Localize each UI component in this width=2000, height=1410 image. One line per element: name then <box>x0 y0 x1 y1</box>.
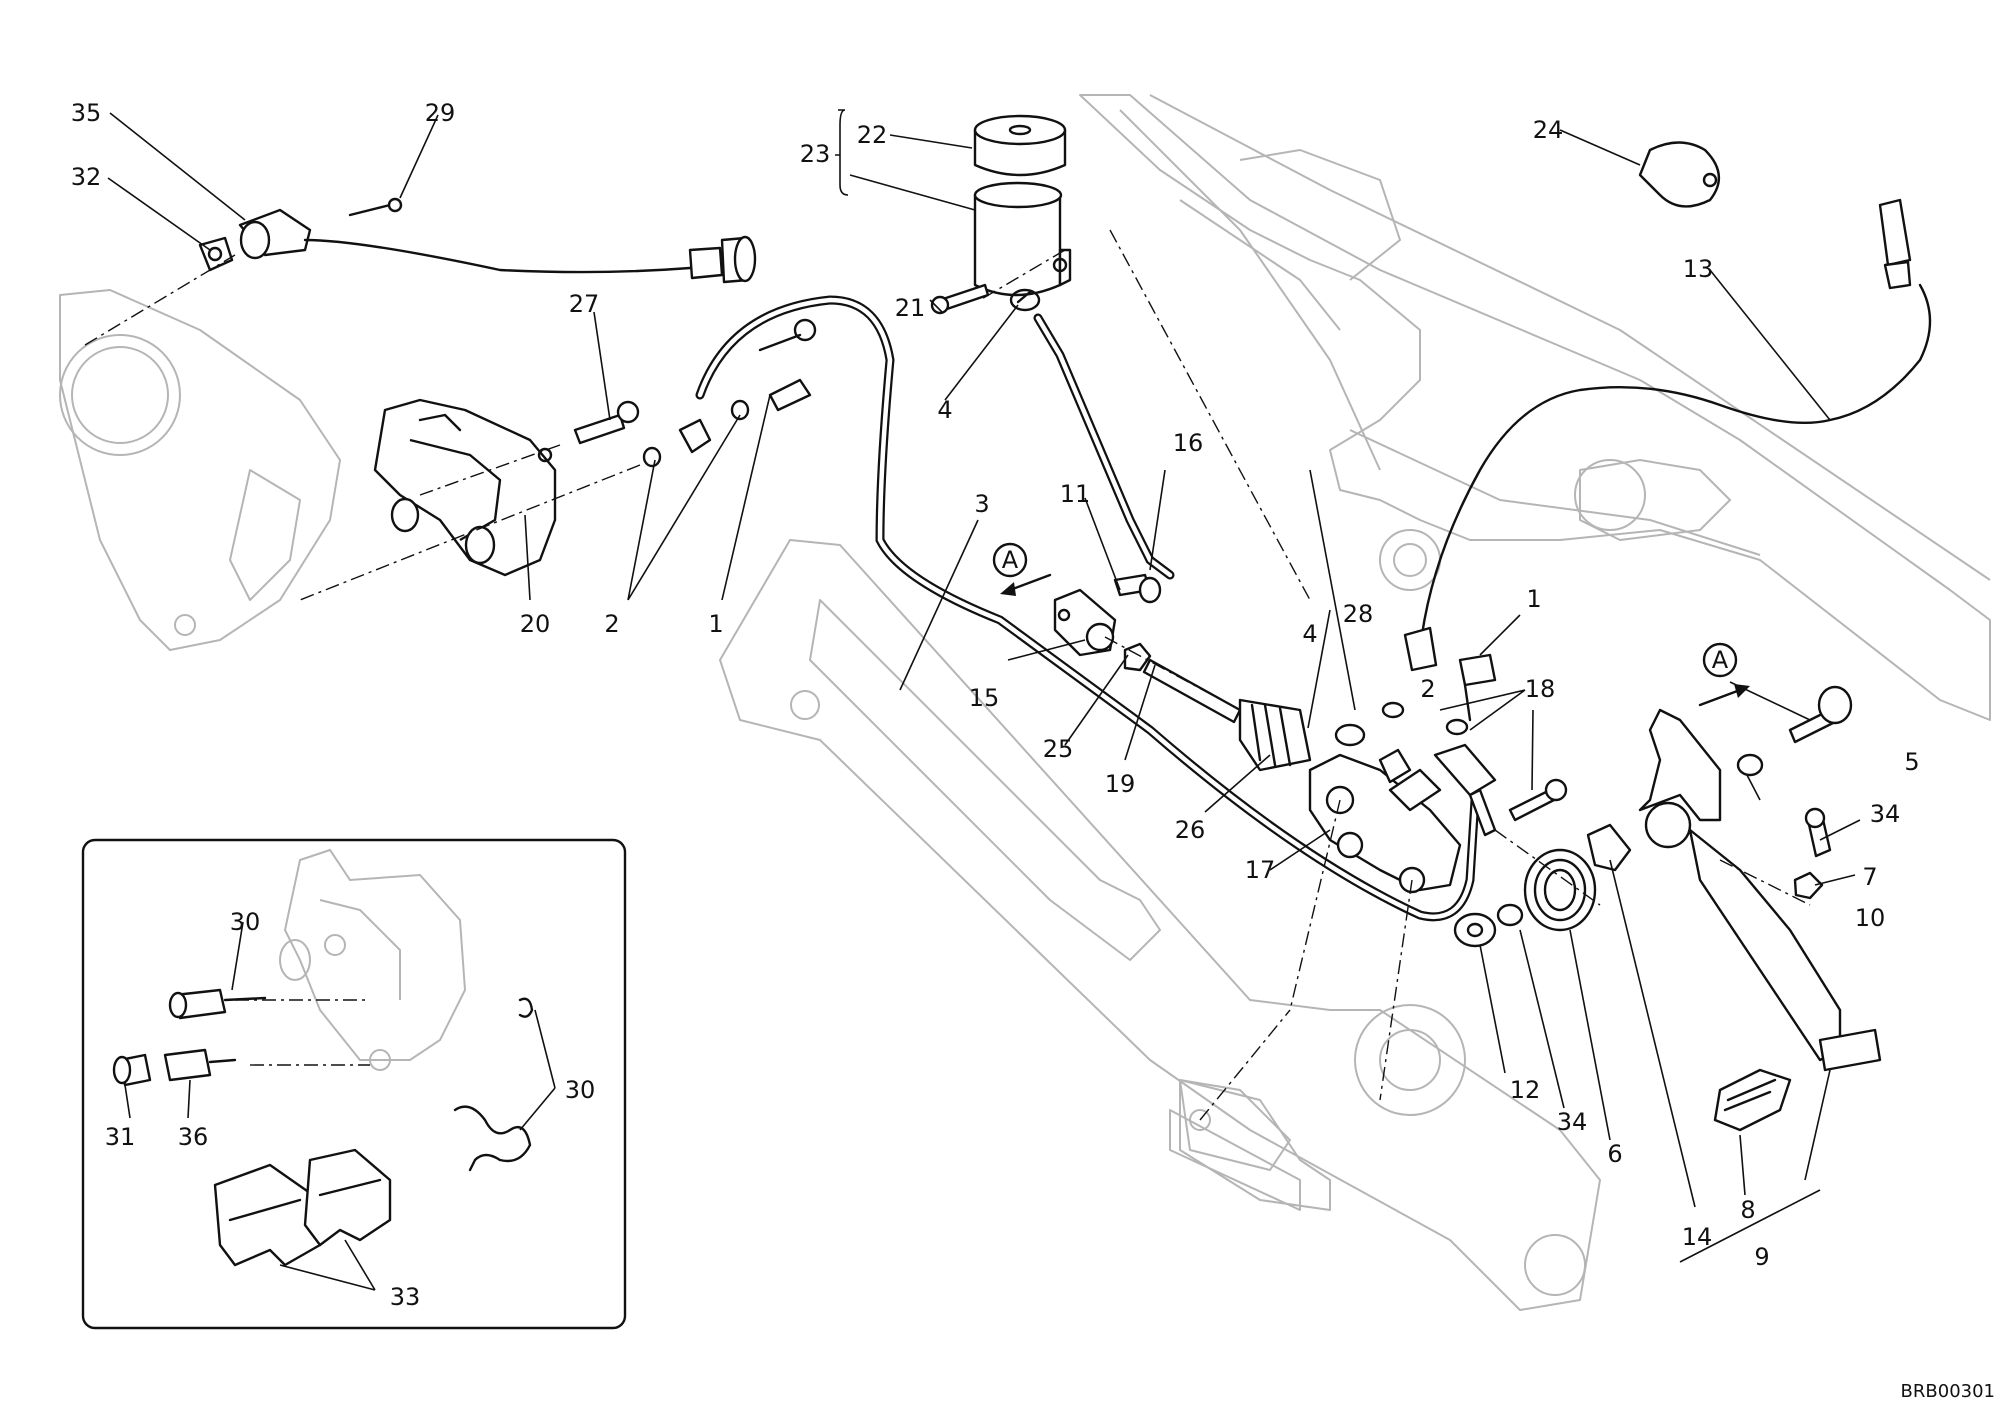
callout-9: 9 <box>1754 1243 1769 1271</box>
brake-pedal <box>1638 708 1882 1072</box>
pad-spring <box>453 1105 532 1172</box>
callout-7: 7 <box>1862 863 1877 891</box>
callout-5: 5 <box>1904 748 1919 776</box>
callout-18: 18 <box>1525 675 1556 703</box>
master-cylinder-banjo <box>1381 701 1497 837</box>
callout-3: 3 <box>974 490 989 518</box>
reservoir-fitting <box>1378 748 1412 784</box>
callout-31: 31 <box>105 1123 136 1151</box>
callout-6: 6 <box>1607 1140 1622 1168</box>
callout-25: 25 <box>1043 735 1074 763</box>
callout-22: 22 <box>857 121 888 149</box>
pedal-o-ring-outer <box>1736 753 1764 777</box>
callout-20: 20 <box>520 610 551 638</box>
callout-26: 26 <box>1175 816 1206 844</box>
callout-24: 24 <box>1533 116 1564 144</box>
reservoir-cap <box>973 114 1067 177</box>
callout-12: 12 <box>1510 1076 1541 1104</box>
callout-33: 33 <box>390 1283 421 1311</box>
callout-4: 4 <box>937 396 952 424</box>
pedal-bolt <box>1788 685 1853 744</box>
banjo-bolt-upper <box>1458 653 1497 722</box>
reservoir-bolt <box>930 283 990 315</box>
master-cylinder-clevis <box>1053 588 1117 657</box>
banjo-washers-caliper <box>642 318 817 468</box>
push-rod <box>1142 658 1242 724</box>
frame-tube-ghost <box>1079 94 1991 721</box>
stop-bolt <box>1804 807 1832 858</box>
pedal-washer <box>1453 912 1497 948</box>
callout-23: 23 <box>800 140 831 168</box>
callout-13: 13 <box>1683 255 1714 283</box>
callout-8: 8 <box>1740 1196 1755 1224</box>
sensor-spacer <box>198 236 234 272</box>
bleed-valve <box>163 1048 237 1082</box>
bleed-cap <box>112 1053 152 1087</box>
cable-clip <box>1638 141 1720 208</box>
rear-brake-line <box>695 295 1480 922</box>
brake-pads <box>213 1148 392 1267</box>
hose-clamp-lower <box>1334 723 1366 747</box>
footpeg-bracket-ghost <box>1179 1079 1331 1211</box>
speed-sensor <box>238 208 757 284</box>
callout-30: 30 <box>230 908 261 936</box>
callout-21: 21 <box>895 294 926 322</box>
reservoir-body <box>973 181 1072 297</box>
callout-10: 10 <box>1855 904 1886 932</box>
stop-nut <box>1793 871 1824 900</box>
pad-pin <box>168 988 267 1020</box>
caliper-bolt <box>573 400 640 445</box>
view-marker-label: A <box>1002 546 1019 574</box>
callout-34b: 34 <box>1557 1108 1588 1136</box>
callout-36: 36 <box>178 1123 209 1151</box>
assembly-lines <box>84 229 1811 1121</box>
view-marker-a-right: A <box>1698 642 1750 707</box>
callout-16: 16 <box>1173 429 1204 457</box>
callout-11: 11 <box>1060 480 1091 508</box>
callout-1b: 1 <box>1526 585 1541 613</box>
callout-30b: 30 <box>565 1076 596 1104</box>
leader-lines <box>107 109 1861 1291</box>
callout-1: 1 <box>708 610 723 638</box>
master-cylinder-screw <box>1508 778 1568 822</box>
drawing-code: BRB00301 <box>1901 1381 1995 1402</box>
hose-clamp-upper <box>1009 288 1041 312</box>
callout-34: 34 <box>1870 800 1901 828</box>
callout-35: 35 <box>71 99 102 127</box>
swingarm-ghost <box>719 539 1601 1311</box>
brake-light-switch <box>1403 198 1932 672</box>
pedal-o-ring-inner <box>1496 903 1524 927</box>
clevis-pin <box>1113 573 1162 604</box>
callout-17: 17 <box>1245 856 1276 884</box>
brake-disc-carrier-ghost <box>59 289 341 651</box>
pedal-bushing <box>1586 823 1632 872</box>
rear-brake-caliper <box>373 398 557 577</box>
return-spring <box>1523 848 1597 932</box>
callout-4b: 4 <box>1302 620 1317 648</box>
callout-32: 32 <box>71 163 102 191</box>
callout-2b: 2 <box>1420 675 1435 703</box>
callouts: 35 29 32 27 20 2 1 22 23 21 4 24 13 16 3… <box>71 99 1920 1311</box>
callout-2: 2 <box>604 610 619 638</box>
view-marker-label: A <box>1712 646 1729 674</box>
inset-panel <box>81 838 627 1330</box>
callout-28: 28 <box>1343 600 1374 628</box>
pedal-pad <box>1713 1068 1792 1132</box>
dust-boot <box>1238 698 1312 772</box>
callout-15: 15 <box>969 684 1000 712</box>
callout-27: 27 <box>569 290 600 318</box>
sensor-screw <box>348 197 403 217</box>
callout-19: 19 <box>1105 770 1136 798</box>
callout-14: 14 <box>1682 1223 1713 1251</box>
callout-29: 29 <box>425 99 456 127</box>
pad-pin-clip <box>518 997 534 1018</box>
reservoir-hose <box>1033 313 1175 580</box>
view-marker-a-left: A <box>992 542 1052 596</box>
